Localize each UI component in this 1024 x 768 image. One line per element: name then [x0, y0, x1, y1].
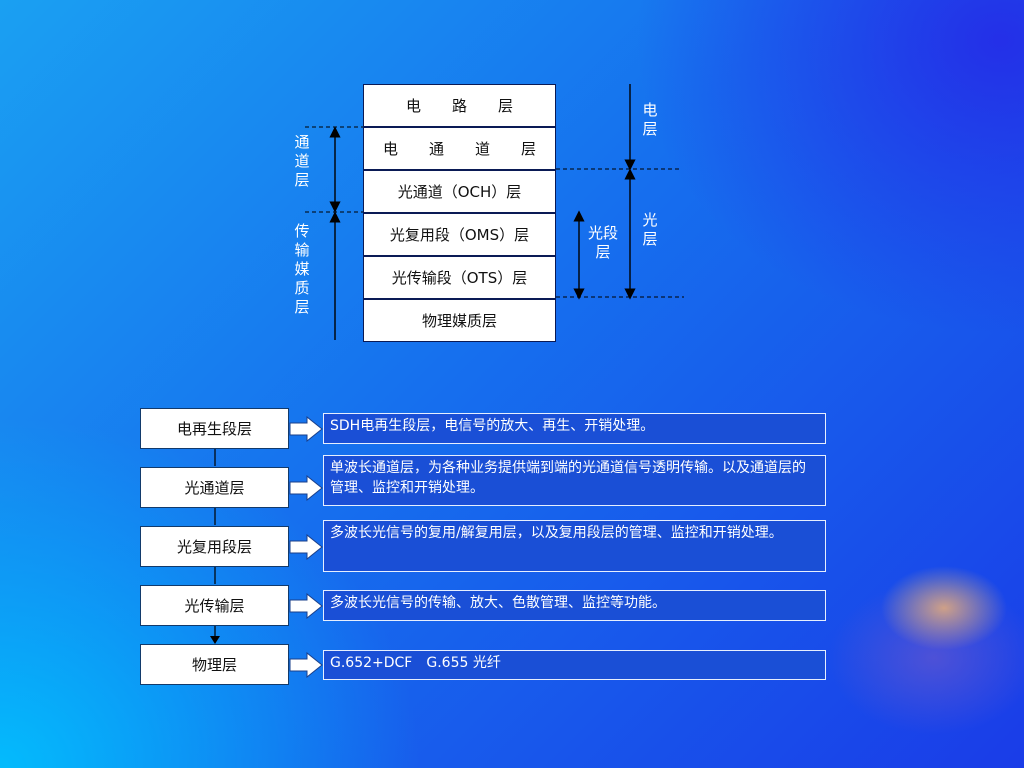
- layer-electrical-channel: 电 通 道 层: [363, 127, 556, 170]
- description-optical-channel: 单波长通道层，为各种业务提供端到端的光通道信号透明传输。以及通道层的管理、监控和…: [323, 455, 826, 506]
- right-arrow-icon: [289, 593, 323, 619]
- description-optical-multiplex: 多波长光信号的复用/解复用层，以及复用段层的管理、监控和开销处理。: [323, 520, 826, 572]
- right-arrow-icon: [289, 652, 323, 678]
- stack-label-optical-transmission: 光传输层: [140, 585, 289, 626]
- medium-layer-label: 传输媒质层: [294, 222, 310, 316]
- diagram-lines: [305, 84, 684, 340]
- stack-label-physical: 物理层: [140, 644, 289, 685]
- layer-circuit: 电 路 层: [363, 84, 556, 127]
- stack-label-optical-multiplex: 光复用段层: [140, 526, 289, 567]
- electrical-layer-label: 电层: [642, 101, 658, 138]
- description-physical: G.652+DCF G.655 光纤: [323, 650, 826, 680]
- layer-oms: 光复用段（OMS）层: [363, 213, 556, 256]
- stack-connector-lines: [210, 449, 220, 644]
- stack-label-electrical-regenerator: 电再生段层: [140, 408, 289, 449]
- section-layer-label: 光段层: [587, 224, 618, 261]
- channel-layer-label: 通道层: [294, 133, 310, 189]
- right-arrow-icon: [289, 416, 323, 442]
- layer-och: 光通道（OCH）层: [363, 170, 556, 213]
- description-electrical-regenerator: SDH电再生段层，电信号的放大、再生、开销处理。: [323, 413, 826, 444]
- layer-physical-medium: 物理媒质层: [363, 299, 556, 342]
- right-arrow-icon: [289, 475, 323, 501]
- description-optical-transmission: 多波长光信号的传输、放大、色散管理、监控等功能。: [323, 590, 826, 621]
- optical-layer-label: 光层: [642, 211, 658, 248]
- layer-ots: 光传输段（OTS）层: [363, 256, 556, 299]
- right-arrow-icon: [289, 534, 323, 560]
- stack-label-optical-channel: 光通道层: [140, 467, 289, 508]
